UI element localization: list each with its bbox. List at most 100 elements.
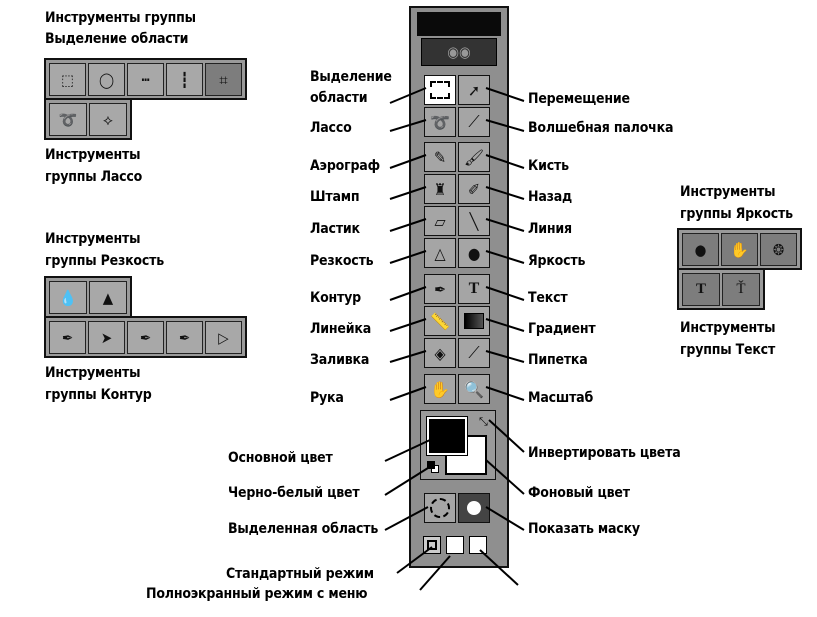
stamp-tool[interactable]: ♜ — [424, 174, 456, 204]
add-anchor-icon: ✒ — [139, 328, 152, 347]
sponge-button[interactable]: ❂ — [760, 233, 797, 266]
crop-button[interactable]: ⌗ — [205, 63, 242, 96]
sharpen-icon: ▲ — [102, 288, 114, 307]
pen-tool[interactable]: ✒ — [424, 274, 456, 304]
label-marquee-1: Выделение — [310, 69, 392, 85]
polygon-lasso-button[interactable]: ⟡ — [89, 103, 127, 136]
magic-wand-tool[interactable]: ⟋ — [458, 107, 490, 137]
eyedropper-icon: ⟋ — [468, 343, 480, 362]
column-marquee-button[interactable]: ┇ — [166, 63, 203, 96]
row-marquee-icon: ┅ — [141, 70, 150, 89]
type-button[interactable]: T — [682, 273, 720, 306]
zoom-tool[interactable]: 🔍 — [458, 374, 490, 404]
lasso-button[interactable]: ➰ — [49, 103, 87, 136]
pen-button[interactable]: ✒ — [49, 321, 86, 354]
screen-mode-fullscreen-button[interactable] — [469, 536, 487, 554]
hand-icon: ✋ — [430, 379, 450, 399]
label-dodge: Яркость — [528, 253, 586, 269]
pen-icon: ✒ — [61, 328, 74, 347]
label-swap: Инвертировать цвета — [528, 445, 681, 461]
label-background: Фоновый цвет — [528, 485, 630, 501]
direct-select-button[interactable]: ➤ — [88, 321, 125, 354]
sharpen-tool[interactable]: △ — [424, 238, 456, 268]
label-eyedropper: Пипетка — [528, 352, 588, 368]
eraser-icon: ▱ — [434, 211, 446, 231]
mask-mode-icon — [467, 501, 481, 515]
history-brush-tool[interactable]: ✐ — [458, 174, 490, 204]
burn-icon: ✋ — [730, 240, 749, 259]
rect-marquee-button[interactable]: ⬚ — [49, 63, 86, 96]
label-pen: Контур — [310, 290, 361, 306]
label-marquee-2: области — [310, 90, 368, 106]
gradient-icon — [464, 313, 484, 329]
sponge-icon: ❂ — [772, 240, 785, 259]
paint-bucket-icon: ◈ — [434, 343, 446, 363]
lasso-group-panel: ➰ ⟡ — [44, 98, 132, 140]
label-default-colors: Черно-белый цвет — [228, 485, 360, 501]
move-arrow-icon: ➚ — [467, 80, 481, 100]
sharpen-button[interactable]: ▲ — [89, 281, 127, 314]
crop-icon: ⌗ — [219, 70, 228, 89]
dodge-icon: ● — [467, 243, 481, 263]
toolbox-logo: ◉◉ — [421, 38, 497, 66]
delete-anchor-button[interactable]: ✒ — [166, 321, 203, 354]
label-zoom: Масштаб — [528, 390, 594, 406]
marquee-icon — [430, 81, 450, 99]
screen-mode-fullscreen-menu-button[interactable] — [446, 536, 464, 554]
add-anchor-button[interactable]: ✒ — [127, 321, 164, 354]
selection-group-title-2: Выделение области — [45, 31, 189, 47]
history-brush-icon: ✐ — [467, 179, 481, 199]
label-lasso: Лассо — [310, 120, 352, 136]
ellipse-marquee-button[interactable]: ◯ — [88, 63, 125, 96]
airbrush-tool[interactable]: ✎ — [424, 142, 456, 172]
label-foreground: Основной цвет — [228, 450, 333, 466]
burn-button[interactable]: ✋ — [721, 233, 758, 266]
row-marquee-button[interactable]: ┅ — [127, 63, 164, 96]
foreground-color-swatch[interactable] — [426, 416, 468, 456]
gradient-tool[interactable] — [458, 306, 490, 336]
label-measure: Линейка — [310, 321, 372, 337]
dodge-icon: ● — [694, 240, 707, 259]
marquee-tool[interactable] — [424, 75, 456, 105]
label-move: Перемещение — [528, 91, 630, 107]
label-eraser: Ластик — [310, 221, 360, 237]
line-icon: ╲ — [469, 211, 479, 231]
measure-tool[interactable]: 📏 — [424, 306, 456, 336]
polygon-lasso-icon: ⟡ — [103, 110, 113, 129]
label-brush: Кисть — [528, 158, 569, 174]
blur-button[interactable]: 💧 — [49, 281, 87, 314]
move-tool[interactable]: ➚ — [458, 75, 490, 105]
eraser-tool[interactable]: ▱ — [424, 206, 456, 236]
magnifier-icon: 🔍 — [464, 379, 484, 399]
screen-standard-icon — [427, 540, 437, 550]
default-colors-button[interactable] — [427, 461, 439, 473]
quick-mask-button[interactable] — [458, 493, 490, 523]
dodge-tool[interactable]: ● — [458, 238, 490, 268]
hand-tool[interactable]: ✋ — [424, 374, 456, 404]
type-mask-button[interactable]: Ť — [722, 273, 760, 306]
selection-group-panel: ⬚ ◯ ┅ ┇ ⌗ — [44, 58, 247, 100]
label-standard-screen: Стандартный режим — [226, 566, 374, 582]
magic-wand-icon: ⟋ — [468, 112, 480, 131]
standard-mode-button[interactable] — [424, 493, 456, 523]
fill-tool[interactable]: ◈ — [424, 338, 456, 368]
type-icon: T — [468, 280, 480, 297]
lasso-tool[interactable]: ➰ — [424, 107, 456, 137]
label-line: Линия — [528, 221, 572, 237]
dodge-button[interactable]: ● — [682, 233, 719, 266]
selection-group-title-1: Инструменты группы — [45, 10, 196, 26]
label-fill: Заливка — [310, 352, 370, 368]
line-tool[interactable]: ╲ — [458, 206, 490, 236]
rect-marquee-icon: ⬚ — [61, 70, 74, 89]
blur-icon: 💧 — [58, 288, 78, 307]
swap-colors-button[interactable]: ⤡ — [479, 415, 488, 429]
type-tool[interactable]: T — [458, 274, 490, 304]
stamp-icon: ♜ — [433, 179, 447, 199]
convert-anchor-button[interactable]: ▷ — [205, 321, 242, 354]
